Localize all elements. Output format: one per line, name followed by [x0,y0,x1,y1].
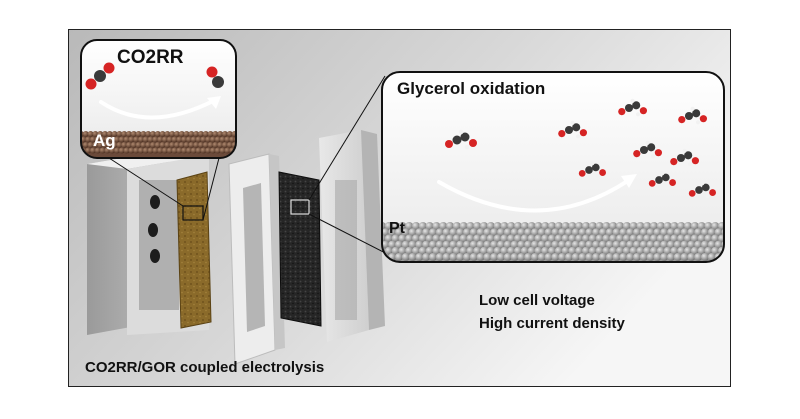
product-molecule [558,120,587,139]
platinum-catalyst-layer [382,222,724,262]
oxidation-arrow-head [621,174,637,188]
glycerol-molecule [445,129,477,150]
right-end-plate [319,130,385,342]
low-voltage-label: Low cell voltage [479,292,595,309]
platinum-electrode [278,171,322,327]
figure-frame: CO2RR Ag Glycerol oxidation Pt Low cell … [68,29,731,387]
zoom-marker-pt [290,199,310,215]
product-molecule [678,106,708,125]
product-molecule [648,171,676,188]
glycerol-oxidation-label: Glycerol oxidation [397,79,545,98]
port-hole [148,223,158,237]
product-molecule [633,140,663,159]
oxidation-products [445,98,716,198]
zoom-marker-ag [182,205,204,221]
co2-molecule [85,62,115,90]
high-current-label: High current density [479,315,626,332]
co2rr-inset: CO2RR Ag [80,39,237,159]
membrane-frame [228,153,285,365]
conversion-arrow-head [207,96,221,109]
product-molecule [578,161,606,178]
silver-gas-diffusion-electrode [176,171,212,329]
co2rr-label: CO2RR [117,47,184,68]
caption: CO2RR/GOR coupled electrolysis [85,359,324,376]
electrolyzer-scene: CO2RR Ag Glycerol oxidation Pt Low cell … [69,30,730,386]
silver-catalyst-layer [81,131,236,158]
glycerol-oxidation-inset: Glycerol oxidation Pt [381,71,725,263]
port-hole [150,249,160,263]
co-molecule [206,66,224,88]
conversion-arrow [99,98,217,120]
pt-label: Pt [389,220,406,237]
product-molecule [670,148,700,167]
port-hole [150,195,160,209]
oxidation-arrow [437,178,631,213]
ag-label: Ag [93,131,116,150]
product-molecule [618,98,648,117]
product-molecule [688,181,716,198]
